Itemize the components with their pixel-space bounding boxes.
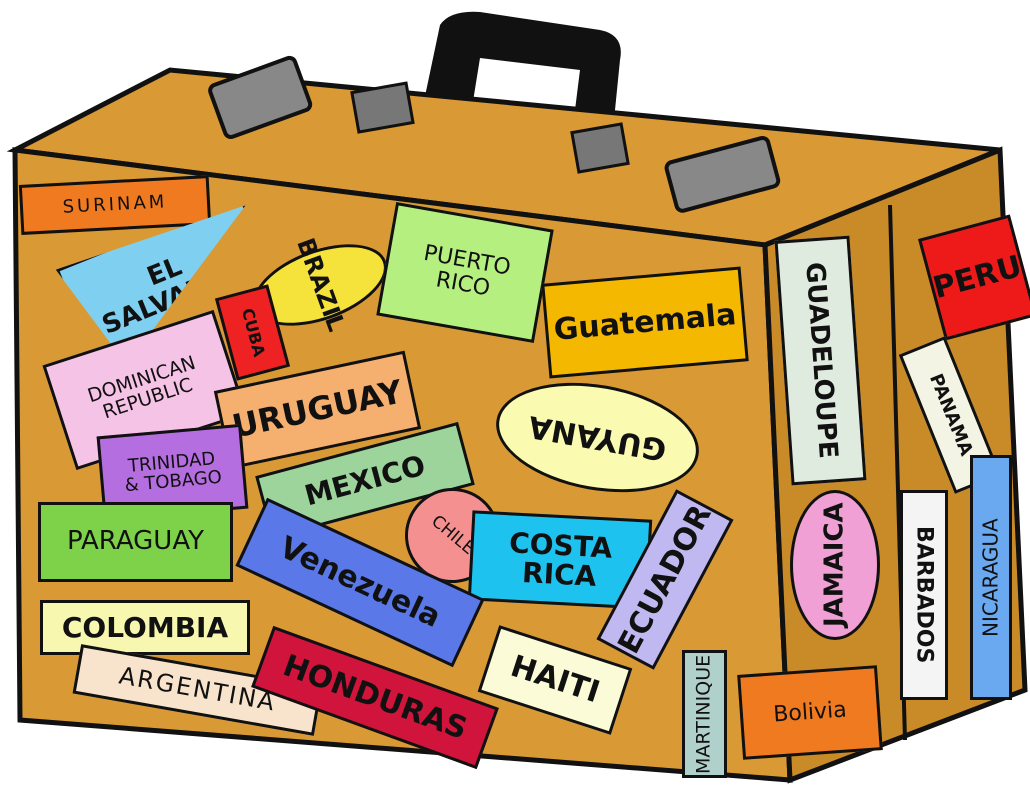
sticker-bolivia: Bolivia — [737, 665, 883, 760]
sticker-barbados: BARBADOS — [900, 490, 948, 700]
sticker-nicaragua: NICARAGUA — [970, 455, 1012, 700]
sticker-surinam: SURINAM — [18, 175, 212, 235]
sticker-martinique: MARTINIQUE — [682, 650, 727, 778]
sticker-paraguay: PARAGUAY — [38, 502, 233, 582]
sticker-jamaica: JAMAICA — [790, 490, 880, 640]
handle-strap-right — [570, 122, 630, 174]
latch-left — [208, 55, 313, 140]
sticker-guatemala: Guatemala — [541, 266, 749, 379]
latch-right — [664, 135, 781, 213]
sticker-colombia: COLOMBIA — [40, 600, 250, 655]
handle-strap-left — [350, 81, 415, 134]
suitcase-handle — [420, 11, 621, 160]
